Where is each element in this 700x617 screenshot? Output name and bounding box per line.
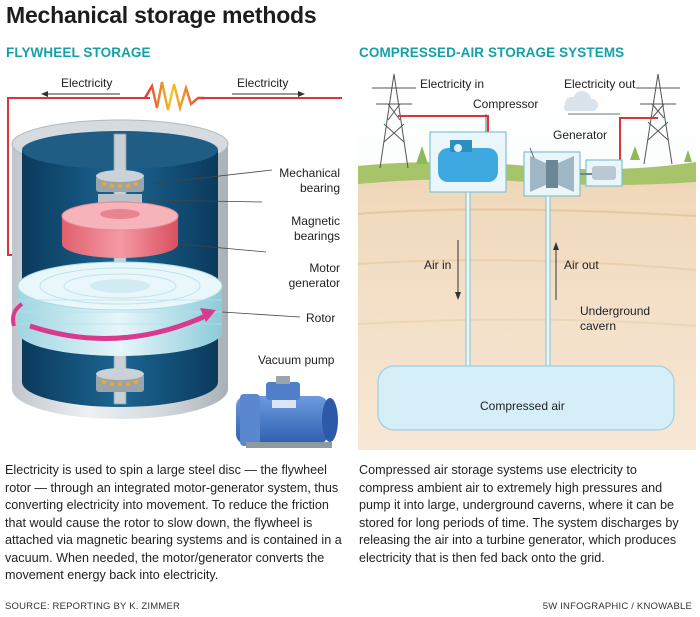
tree — [684, 150, 692, 162]
rotor-label: Rotor — [306, 311, 336, 325]
mechanical-bearing-label: Mechanical bearing — [279, 166, 340, 195]
vacuum-pump — [236, 376, 338, 448]
caes-description: Compressed air storage systems use elect… — [359, 463, 679, 565]
air-pipe-out — [545, 195, 551, 381]
flywheel-diagram — [7, 81, 342, 448]
pylon-right — [636, 73, 680, 165]
pylon-left — [372, 73, 416, 169]
cloud — [564, 91, 598, 111]
air-pipe-in — [465, 191, 471, 381]
compressor-tank — [438, 148, 498, 182]
flywheel-description: Electricity is used to spin a large stee… — [5, 463, 342, 582]
tree — [416, 146, 428, 164]
vacuum-pump-label: Vacuum pump — [258, 353, 335, 367]
caes-heading: COMPRESSED-AIR STORAGE SYSTEMS — [359, 45, 625, 60]
compressed-air-cavern — [377, 365, 675, 431]
leader-rotor — [221, 311, 301, 318]
footer-source: SOURCE: REPORTING BY K. ZIMMER — [5, 601, 181, 612]
underground-cavern-label: Underground cavern — [580, 304, 651, 333]
leader-motor — [177, 243, 267, 253]
wire-out — [619, 117, 658, 164]
compressor-label: Compressor — [473, 97, 539, 111]
motor-generator-label: Motor generator — [288, 261, 340, 290]
flywheel-heading: FLYWHEEL STORAGE — [6, 45, 151, 60]
rotation-arrow — [29, 311, 212, 341]
electricity-left-label: Electricity — [61, 76, 113, 90]
electricity-in-label: Electricity in — [420, 77, 485, 91]
arrow-right-head — [298, 91, 305, 97]
leader-mag-bearing — [147, 199, 263, 203]
air-in-label: Air in — [424, 258, 452, 272]
electricity-right-label: Electricity — [237, 76, 289, 90]
electricity-out-label: Electricity out — [564, 77, 636, 91]
tree — [630, 146, 640, 160]
magnetic-bearings-label: Magnetic bearings — [291, 214, 340, 243]
generator-label: Generator — [553, 128, 608, 142]
leader-mech-bearing — [149, 169, 273, 185]
page-title: Mechanical storage methods — [6, 2, 317, 28]
footer-credit: 5W INFOGRAPHIC / KNOWABLE — [542, 601, 692, 612]
air-out-label: Air out — [564, 258, 599, 272]
electricity-zigzag — [143, 81, 204, 113]
caes-diagram — [358, 64, 696, 450]
compressed-air-label: Compressed air — [480, 399, 565, 413]
arrow-left-head — [41, 91, 48, 97]
